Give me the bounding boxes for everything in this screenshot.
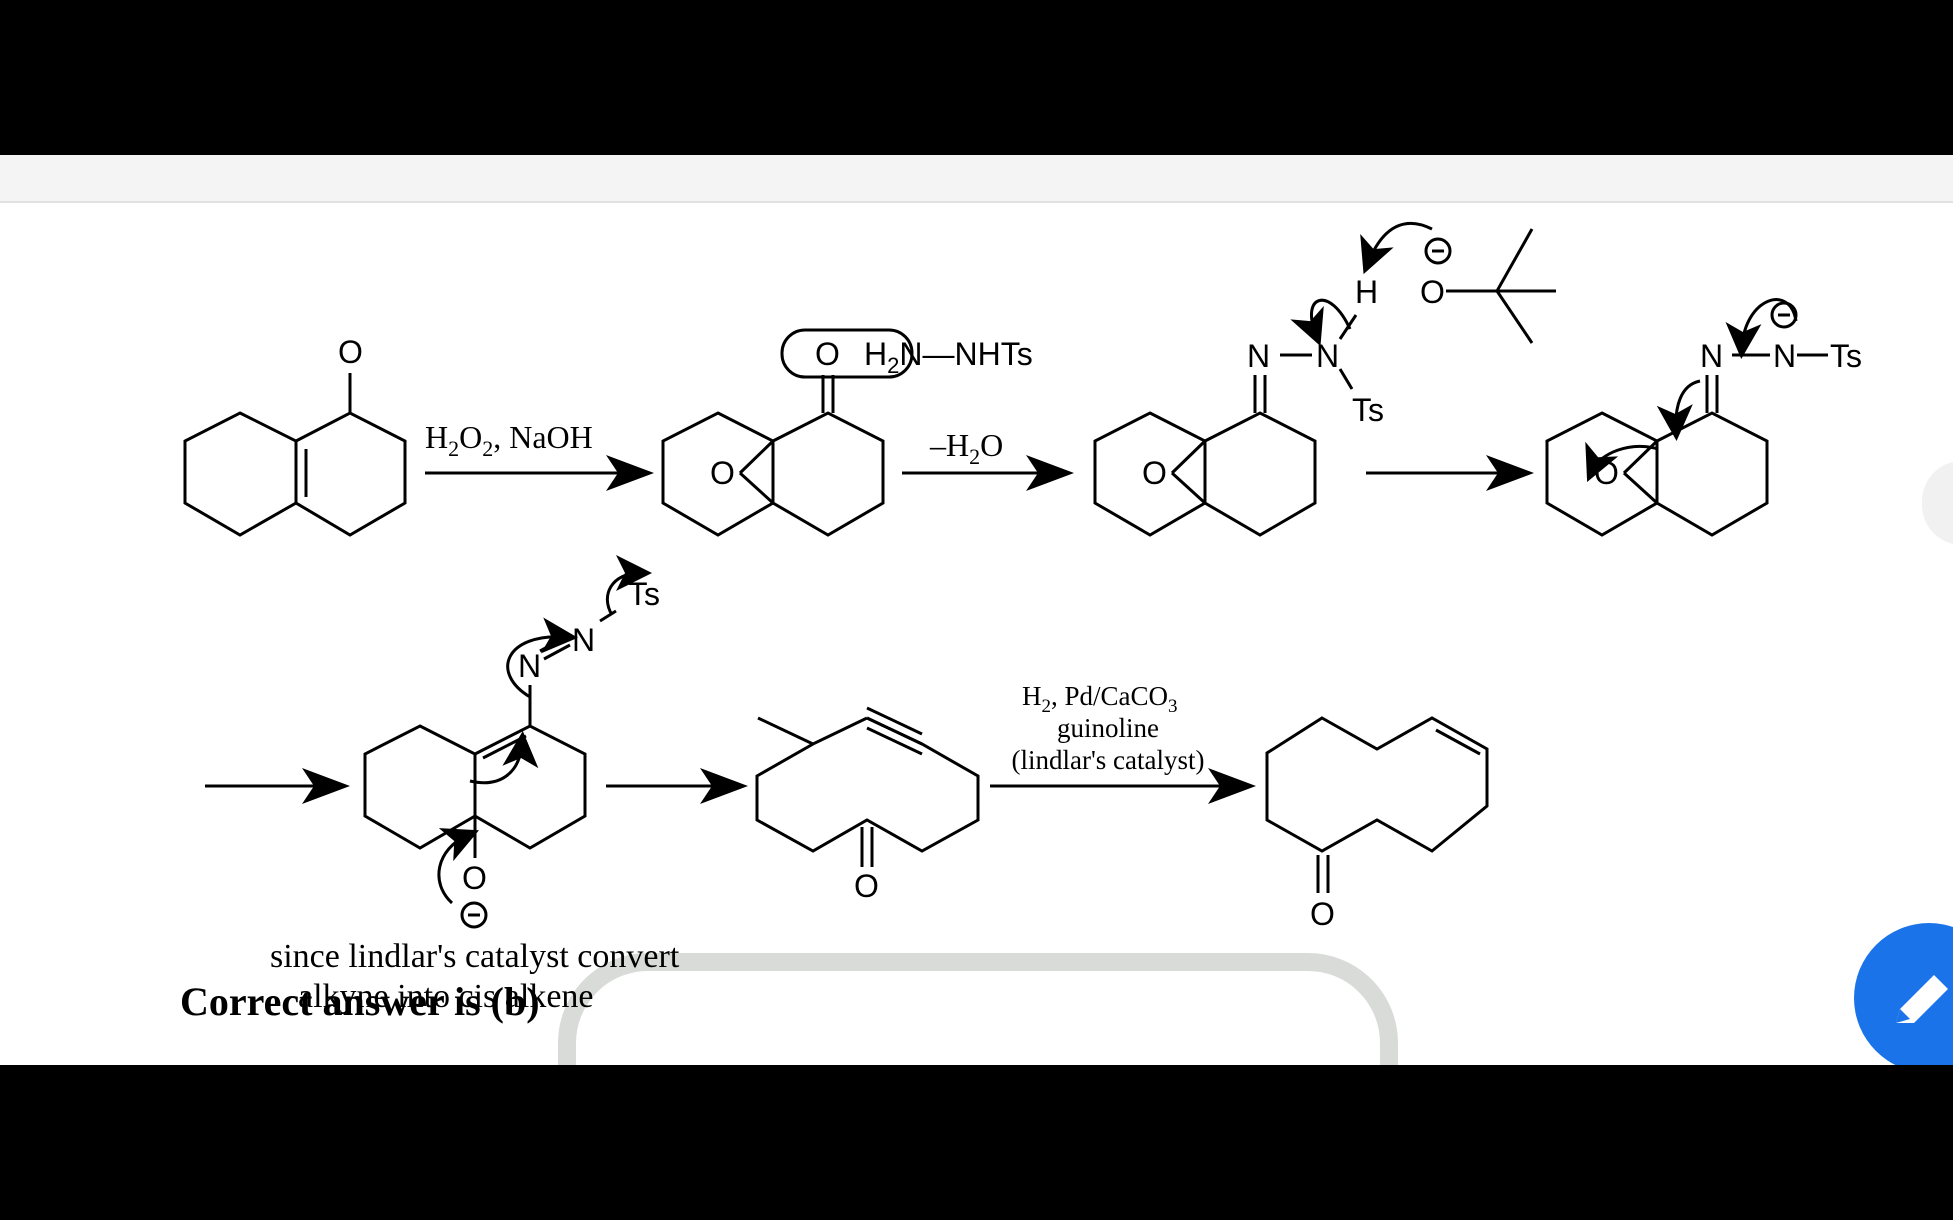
arrow-2: –H2O <box>902 427 1074 491</box>
carbonyl-o-2: O <box>815 336 840 372</box>
svg-text:H2, Pd/CaCO3: H2, Pd/CaCO3 <box>1022 681 1178 717</box>
svg-text:O: O <box>854 868 879 904</box>
carbonyl-o-1: O <box>338 334 363 370</box>
svg-text:O: O <box>462 860 487 896</box>
svg-text:N: N <box>1773 338 1796 374</box>
svg-text:O: O <box>1310 896 1335 932</box>
structure-epoxy-ketone: O O H2N—NHTs <box>661 328 1033 537</box>
pencil-icon <box>1896 975 1948 1023</box>
explanation-line-1: since lindlar's catalyst convert <box>270 938 680 975</box>
svg-text:N: N <box>1700 338 1723 374</box>
svg-text:(lindlar's catalyst): (lindlar's catalyst) <box>1011 745 1204 775</box>
svg-text:Ts: Ts <box>628 576 660 612</box>
svg-text:Ts: Ts <box>1352 392 1384 428</box>
structure-hydrazone-anion: O N N Ts <box>1545 298 1862 537</box>
structure-octalone: O <box>183 334 407 537</box>
structure-tosylhydrazone: O N N Ts H O <box>1093 222 1556 537</box>
correct-answer: Correct answer is (b) <box>180 979 540 1024</box>
svg-text:–H2O: –H2O <box>929 427 1003 469</box>
structure-cyclodecynone: O <box>755 706 980 904</box>
svg-text:N: N <box>518 648 541 684</box>
toolbar-strip <box>0 155 1953 203</box>
svg-text:H2O2, NaOH: H2O2, NaOH <box>425 419 593 461</box>
arrow-1: H2O2, NaOH <box>425 419 654 491</box>
svg-text:N: N <box>572 622 595 658</box>
top-black-bar <box>0 0 1953 155</box>
bottom-black-bar <box>0 1065 1953 1220</box>
svg-text:Ts: Ts <box>1830 338 1862 374</box>
epoxide-o-2: O <box>710 455 735 491</box>
content-area: O H2O2, NaOH O O H2N—NHTs <box>0 203 1953 1065</box>
reaction-scheme: O H2O2, NaOH O O H2N—NHTs <box>183 222 1862 932</box>
svg-text:N: N <box>1247 338 1270 374</box>
arrow-6: H2, Pd/CaCO3 guinoline (lindlar's cataly… <box>990 681 1256 804</box>
svg-text:N: N <box>1316 338 1339 374</box>
explanation-line-2: alkyne into cis alkene <box>298 978 594 1015</box>
svg-text:guinoline: guinoline <box>1057 713 1159 743</box>
svg-text:O: O <box>1420 274 1445 310</box>
svg-text:O: O <box>1142 455 1167 491</box>
structure-cis-cyclodecenone: O <box>1265 716 1489 932</box>
svg-text:H: H <box>1355 274 1378 310</box>
structure-diazene-alkoxide: N N Ts O <box>363 555 660 929</box>
svg-text:H2N—NHTs: H2N—NHTs <box>864 336 1033 378</box>
